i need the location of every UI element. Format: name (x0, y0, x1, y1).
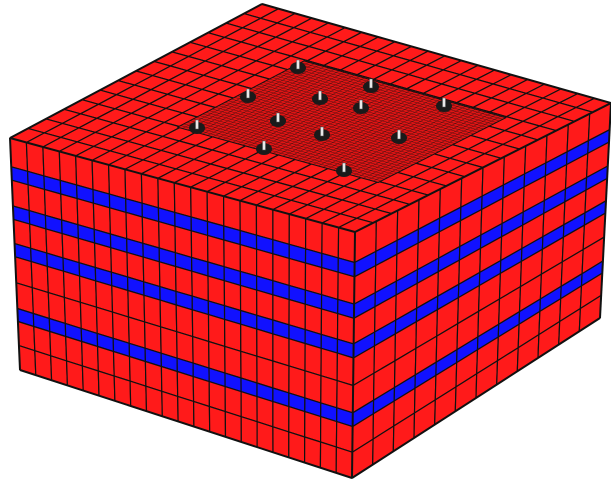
outline-edge (354, 102, 611, 233)
outline-edge (19, 369, 353, 479)
well-marker (290, 59, 306, 74)
front-cell (207, 234, 225, 268)
front-cell (190, 186, 209, 223)
well-marker (240, 88, 256, 103)
well-marker (256, 140, 272, 155)
front-cell (304, 262, 323, 296)
refined-grid-line (205, 112, 408, 169)
refined-grid-line (240, 93, 443, 151)
well-marker (189, 119, 205, 134)
outline-edge (351, 317, 601, 479)
refined-grid-line (209, 110, 411, 167)
front-cell (75, 155, 94, 191)
front-face (9, 137, 356, 479)
front-cell (239, 244, 258, 277)
well-markers (189, 59, 452, 177)
front-cell (223, 239, 241, 272)
refined-grid-line (199, 115, 401, 172)
refined-grid-line (358, 111, 486, 178)
well-marker (314, 126, 330, 141)
front-cell (107, 164, 127, 200)
well-marker (312, 90, 328, 105)
front-cell (288, 213, 307, 250)
front-cell (206, 191, 225, 227)
refined-grid-line (353, 110, 481, 176)
front-cell (320, 375, 338, 409)
well-marker (270, 112, 286, 127)
front-cell (337, 226, 356, 264)
front-cell (321, 267, 339, 300)
front-cell (272, 333, 290, 367)
refined-grid-line (292, 93, 421, 160)
front-cell (336, 352, 355, 387)
refined-grid-line (302, 96, 431, 162)
front-cell (272, 209, 290, 245)
refined-grid-line (363, 113, 491, 179)
outline-edge (261, 3, 611, 104)
well-marker (391, 129, 407, 144)
refined-grid-line (186, 122, 388, 178)
well-marker (353, 99, 369, 114)
front-cell (272, 253, 290, 286)
front-cell (223, 195, 241, 232)
refined-grid-line (282, 90, 411, 157)
front-cell (173, 182, 192, 218)
front-cell (320, 347, 338, 382)
refined-grid-line (373, 116, 501, 182)
outline-edge (351, 231, 356, 479)
front-cell (255, 204, 274, 241)
refined-grid-line (234, 97, 436, 154)
front-cell (304, 342, 322, 377)
front-cell (305, 218, 323, 254)
refined-grid-line (287, 91, 416, 158)
model-edges (9, 3, 611, 479)
refined-grid-line (190, 120, 392, 177)
refined-grid-line (212, 108, 414, 165)
refined-grid-line (228, 100, 430, 157)
front-cell (190, 230, 209, 263)
refined-grid-line (312, 99, 441, 165)
well-marker (336, 162, 352, 177)
refined-grid-line (231, 98, 433, 156)
refined-grid-zone (177, 60, 507, 183)
front-cell (157, 177, 176, 213)
refined-grid-line (237, 95, 439, 152)
refined-grid-line (202, 113, 404, 170)
front-cell (256, 248, 274, 282)
refined-grid-line (307, 97, 436, 164)
refined-grid-line (322, 101, 451, 168)
refined-grid-line (193, 118, 395, 175)
front-cell (321, 222, 340, 259)
outline-edge (9, 3, 263, 139)
front-cell (124, 168, 143, 204)
front-cell (91, 159, 111, 195)
refined-grid-line (368, 114, 496, 180)
outline-edge (9, 137, 356, 233)
refined-grid-line (317, 100, 446, 167)
well-marker (363, 78, 379, 93)
outline-edge (599, 102, 611, 319)
refined-grid-line (343, 107, 471, 173)
front-cell (288, 257, 307, 291)
front-cell (140, 173, 159, 209)
front-cell (337, 271, 356, 305)
refined-zone-area (177, 60, 507, 183)
outline-edge (9, 137, 21, 371)
well-marker (436, 97, 452, 112)
front-cell (256, 328, 274, 362)
front-cell (288, 338, 306, 372)
refined-grid-line (348, 109, 476, 175)
refined-grid-line (297, 94, 426, 161)
front-cell (239, 200, 258, 236)
refined-grid-line (196, 117, 398, 173)
